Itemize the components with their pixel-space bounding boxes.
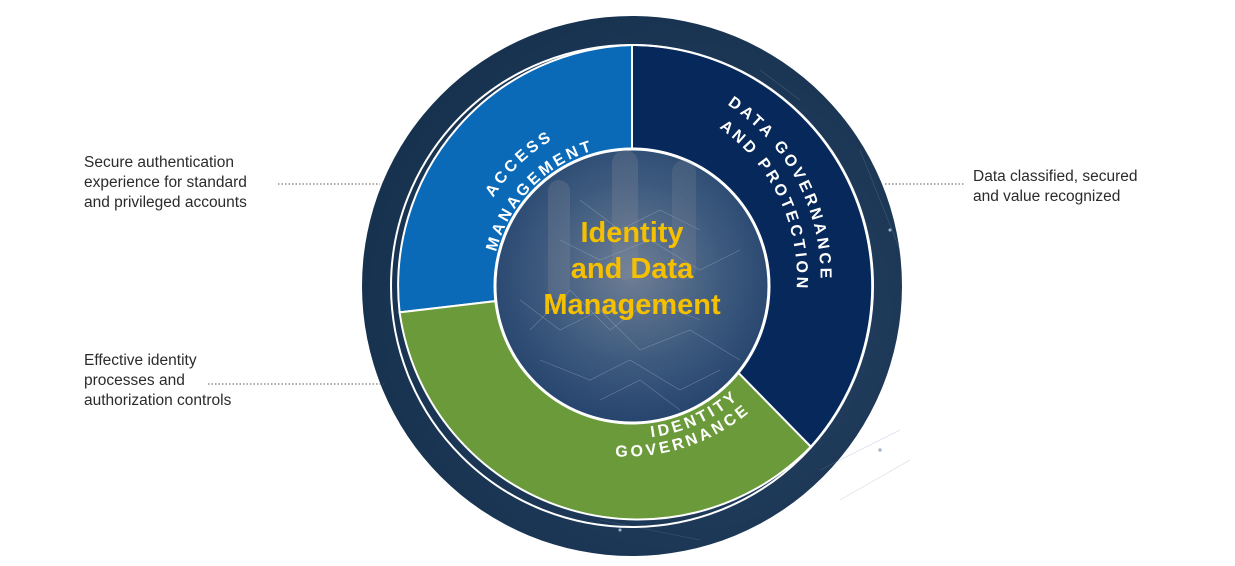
callout-identity-line-1: Effective identity <box>84 352 197 369</box>
callout-access-line-1: Secure authentication <box>84 154 234 171</box>
center-title-line-2: and Data <box>571 253 694 285</box>
callout-identity-governance: Effective identity processes and authori… <box>84 351 231 411</box>
callout-identity-line-3: authorization controls <box>84 392 232 409</box>
center-circle <box>493 147 771 425</box>
callout-access-line-3: and privileged accounts <box>84 194 247 211</box>
segment-ring-border <box>390 44 874 528</box>
callout-data-line-1: Data classified, secured <box>973 168 1138 185</box>
callout-data-governance: Data classified, secured and value recog… <box>973 167 1138 207</box>
center-title-line-3: Management <box>543 289 721 321</box>
decorative-network-lines <box>599 69 911 541</box>
center-title-line-1: Identity <box>580 217 683 249</box>
callout-access-line-2: experience for standard <box>84 174 247 191</box>
callout-data-line-2: and value recognized <box>973 188 1121 205</box>
center-network-pattern <box>519 150 741 411</box>
callout-identity-line-2: processes and <box>84 372 185 389</box>
callout-access-management: Secure authentication experience for sta… <box>84 153 247 213</box>
